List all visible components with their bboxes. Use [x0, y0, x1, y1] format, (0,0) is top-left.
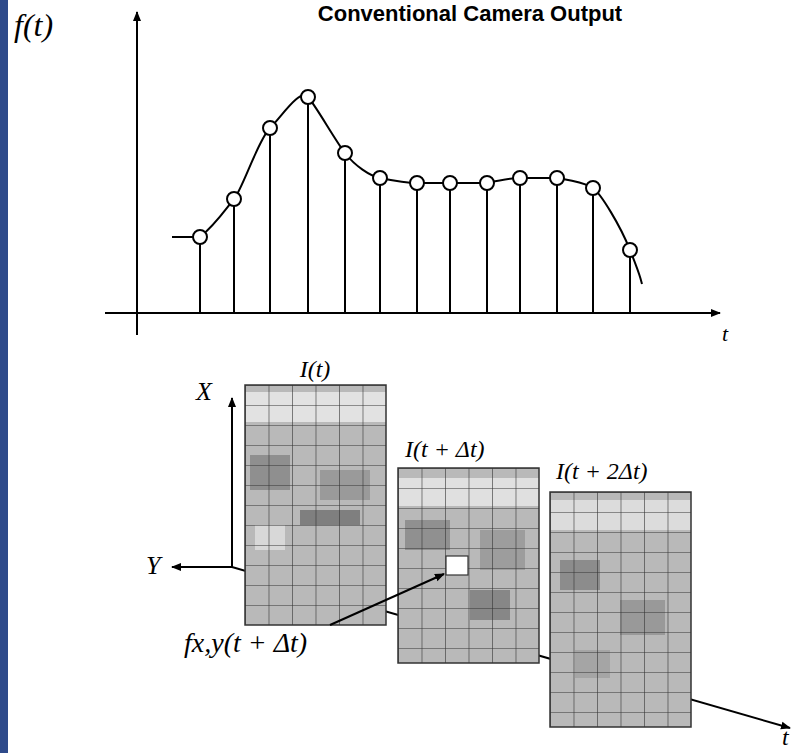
image-frame — [245, 385, 386, 625]
axis-label: t — [782, 724, 789, 750]
axis-label: t — [722, 322, 728, 346]
axis-label: X — [196, 378, 212, 407]
axis-label: f(t) — [14, 8, 53, 43]
signal-plot — [105, 12, 720, 335]
image-frame — [550, 492, 691, 727]
frame-label: I(t + Δt) — [405, 436, 485, 462]
axis-label: Y — [146, 552, 160, 581]
side-band — [0, 0, 8, 753]
plot-title: Conventional Camera Output — [318, 2, 622, 26]
frame-label: I(t + 2Δt) — [556, 458, 648, 484]
pixel-highlight — [446, 556, 468, 575]
frame-label: I(t) — [300, 356, 331, 382]
image-frame — [398, 468, 539, 663]
pixel-label: fx,y(t + Δt) — [184, 628, 307, 659]
leader-line — [330, 574, 444, 625]
